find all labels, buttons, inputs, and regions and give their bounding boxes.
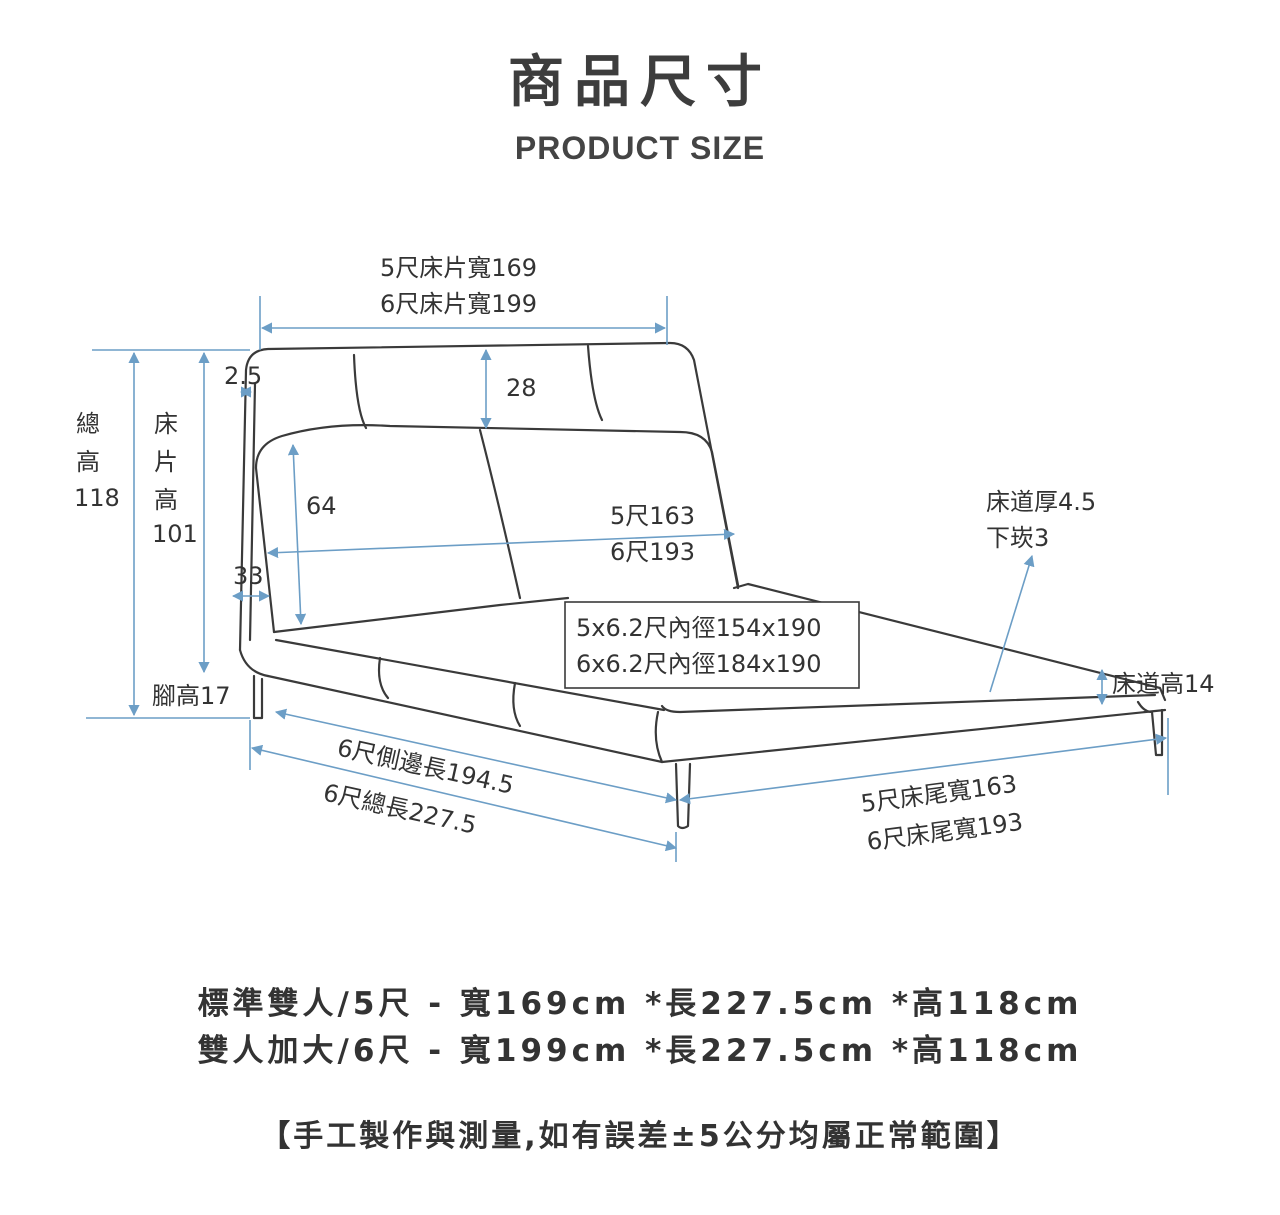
label-inner-dim-6: 6x6.2尺內徑184x190 — [576, 650, 821, 678]
dimension-lines — [86, 296, 1169, 862]
cushion-seam — [478, 428, 522, 600]
label-total-height-2: 高 — [76, 448, 100, 476]
label-headboard-width-6: 6尺床片寬199 — [380, 290, 537, 318]
label-cushion-height: 64 — [306, 492, 337, 520]
headboard-cushion — [254, 424, 740, 634]
frame-inner-rail-right — [660, 693, 1157, 714]
label-rail-height: 床道高14 — [1112, 670, 1215, 698]
label-headboard-height-2: 片 — [154, 448, 178, 476]
cushion-height-arrow — [287, 443, 307, 626]
frame-right-top — [732, 582, 1167, 702]
platform-seam — [512, 681, 522, 728]
label-side-thick: 33 — [233, 562, 264, 590]
label-total-length: 6尺總長227.5 — [321, 779, 479, 840]
frame-top-edge — [272, 596, 570, 634]
label-inner-dim-5: 5x6.2尺內徑154x190 — [576, 614, 821, 642]
label-rail-thick-2: 下崁3 — [986, 524, 1049, 552]
label-headboard-height-1: 床 — [154, 410, 178, 438]
page-title: 商品尺寸 — [508, 50, 772, 115]
total-length-arrow — [250, 744, 678, 852]
leg-left — [252, 674, 264, 720]
cushion-seam — [586, 344, 604, 422]
frame-inner-rail — [274, 638, 666, 712]
label-total-height-3: 118 — [74, 484, 120, 512]
tolerance-note: 【手工製作與測量,如有誤差±5公分均屬正常範圍】 — [260, 1119, 1020, 1154]
label-inner-width-6: 6尺193 — [610, 538, 695, 566]
leg-front — [674, 762, 692, 830]
inner-width-arrow — [266, 528, 736, 559]
headboard-side-inner — [248, 382, 257, 642]
inner-dimension-box — [564, 601, 860, 689]
label-panel-thick: 2.5 — [224, 362, 262, 390]
label-rail-thick-1: 床道厚4.5 — [986, 488, 1096, 516]
foot-width-arrow — [678, 733, 1168, 805]
frame-corner — [654, 710, 664, 764]
platform-seam — [377, 656, 390, 700]
label-inner-width-5: 5尺163 — [610, 502, 695, 530]
rail-thick-arrow — [989, 554, 1035, 693]
spec-standard-double: 標準雙人/5尺 - 寬169cm *長227.5cm *高118cm — [197, 986, 1083, 1022]
label-foot-width-6: 6尺床尾寬193 — [865, 808, 1024, 856]
label-leg-height: 腳高17 — [152, 682, 231, 710]
cushion-seam — [352, 353, 368, 430]
bed-dimension-diagram: 5尺床片寬169 6尺床片寬199 2.5 28 總 高 118 床 片 高 1… — [74, 254, 1215, 862]
spec-king: 雙人加大/6尺 - 寬199cm *長227.5cm *高118cm — [197, 1033, 1083, 1069]
label-total-height-1: 總 — [76, 410, 100, 438]
headboard-outer — [238, 341, 740, 652]
label-cushion-top: 28 — [506, 374, 537, 402]
label-headboard-height-4: 101 — [152, 520, 198, 548]
frame-left-side — [238, 648, 270, 678]
page-subtitle: PRODUCT SIZE — [514, 130, 766, 166]
label-headboard-height-3: 高 — [154, 486, 178, 514]
label-headboard-width-5: 5尺床片寬169 — [380, 254, 537, 282]
